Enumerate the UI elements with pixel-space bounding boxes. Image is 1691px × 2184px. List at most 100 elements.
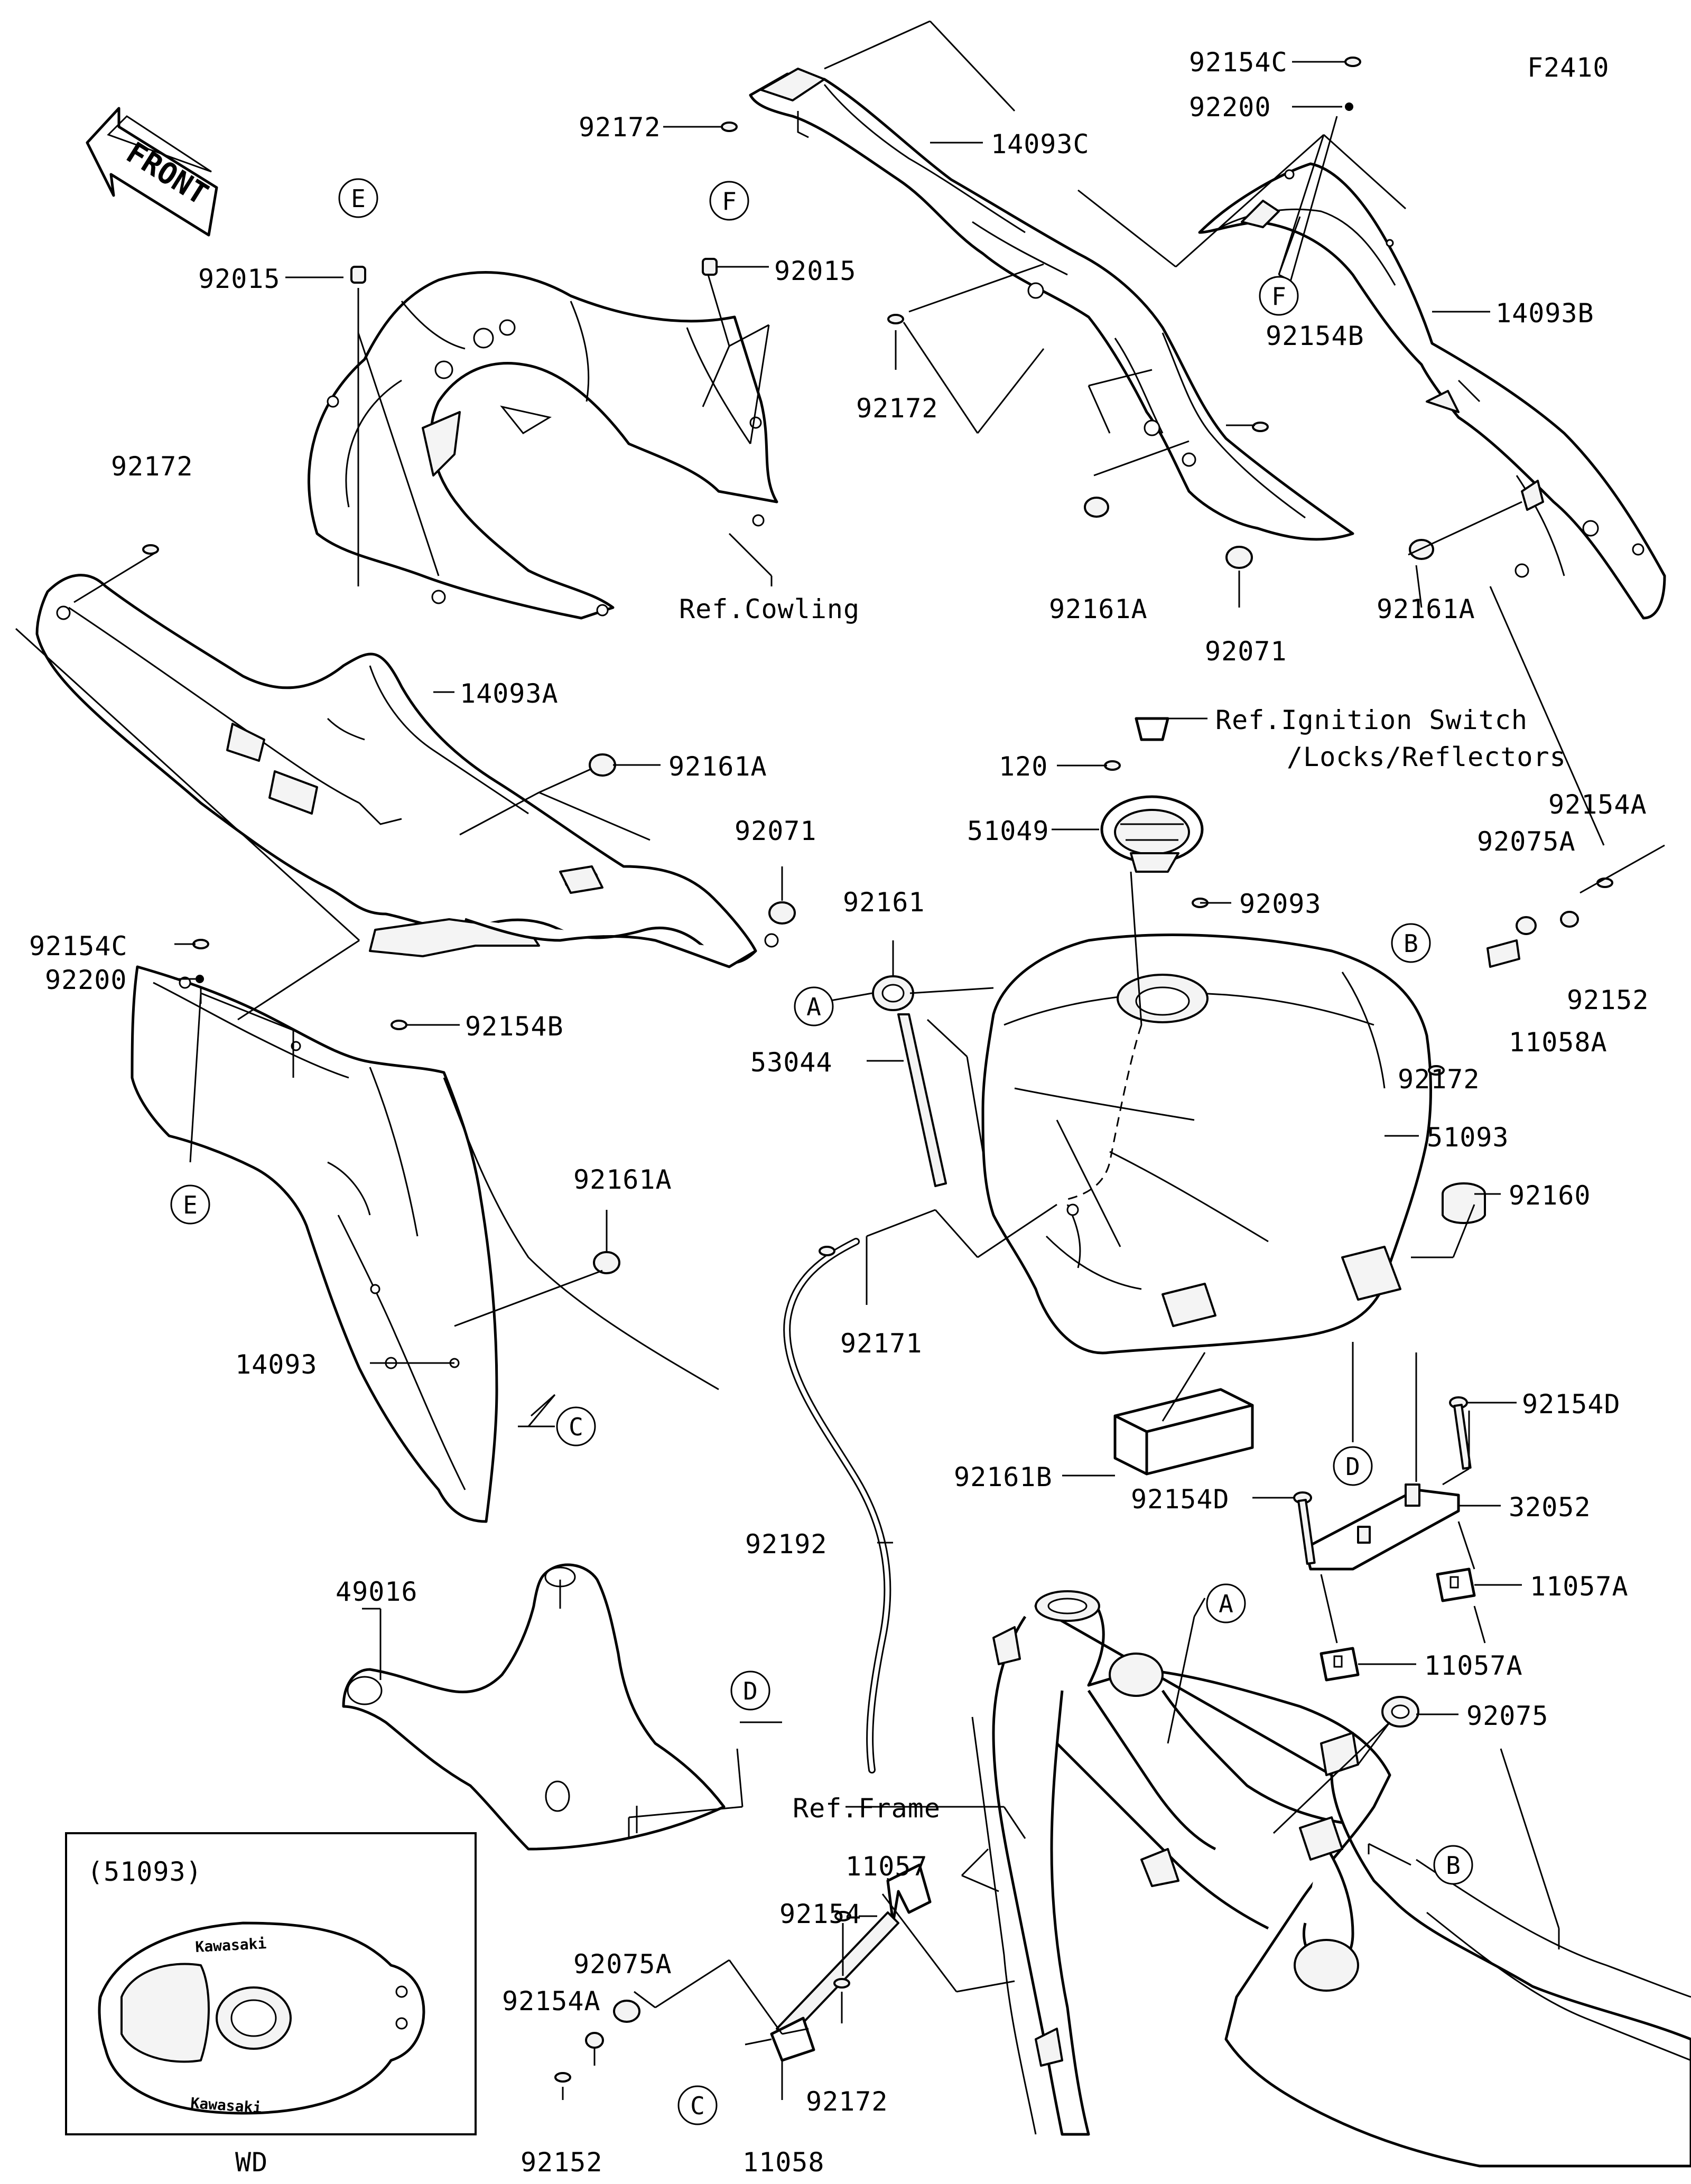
inner-cowl-part — [308, 271, 778, 620]
svg-text:A: A — [806, 993, 821, 1021]
callout-f-right: F — [1259, 276, 1299, 316]
label-92172-top: 92172 — [579, 112, 661, 143]
damper-92160-part — [1442, 1182, 1486, 1224]
svg-text:B: B — [1446, 1851, 1461, 1880]
label-92075: 92075 — [1466, 1701, 1549, 1731]
label-51093: 51093 — [1427, 1122, 1509, 1153]
svg-text:C: C — [690, 2092, 705, 2120]
heat-guard-49016-part — [342, 1563, 726, 1851]
label-32052: 32052 — [1509, 1492, 1591, 1523]
svg-text:A: A — [1219, 1590, 1233, 1618]
label-92154A-bottom: 92154A — [502, 1986, 601, 2017]
bracket-11058-part — [770, 2017, 815, 2062]
label-92161A-left: 92161A — [573, 1164, 672, 1195]
svg-text:D: D — [743, 1677, 758, 1705]
inset-logo-upper: Kawasaki — [195, 1935, 267, 1956]
lock-cylinder-part — [1135, 717, 1169, 741]
label-14093: 14093 — [235, 1349, 318, 1380]
label-92152-right: 92152 — [1567, 985, 1649, 1015]
svg-text:F: F — [722, 187, 737, 216]
label-92154B-top: 92154B — [1266, 321, 1364, 351]
bolt-92154d-lower-part — [1293, 1491, 1316, 1565]
side-cover-14093a-part — [35, 574, 779, 964]
svg-text:C: C — [569, 1413, 583, 1441]
fuel-tank-part — [981, 934, 1432, 1355]
label-92200-left: 92200 — [45, 965, 127, 995]
label-11058A: 11058A — [1509, 1027, 1608, 1058]
label-92154: 92154 — [779, 1899, 862, 1929]
frame-part — [971, 1590, 1691, 2168]
label-92071-mid: 92071 — [735, 816, 817, 846]
label-92015-right: 92015 — [774, 256, 857, 286]
bolt-92154d-upper-part — [1449, 1396, 1472, 1470]
damper-11057a-left-part — [1320, 1647, 1360, 1682]
label-92161: 92161 — [843, 887, 925, 918]
label-ref-frame: Ref.Frame — [793, 1793, 941, 1824]
label-11057: 11057 — [846, 1851, 928, 1882]
label-53044: 53044 — [750, 1047, 833, 1078]
label-92171: 92171 — [840, 1328, 923, 1359]
callout-c-left: C — [556, 1406, 596, 1446]
label-14093A: 14093A — [460, 678, 559, 709]
label-120: 120 — [999, 751, 1048, 782]
svg-text:F: F — [1271, 282, 1286, 311]
inset-caption: WD — [235, 2147, 268, 2178]
callout-d-guard: D — [730, 1670, 770, 1711]
pad-92161b-part — [1113, 1388, 1254, 1476]
label-92075A-bottom: 92075A — [573, 1949, 672, 1980]
svg-text:E: E — [351, 184, 366, 213]
grommet-92161-part — [872, 975, 914, 1011]
label-92154C-left: 92154C — [29, 931, 128, 962]
drain-tube-part — [783, 1238, 891, 1774]
label-92093: 92093 — [1239, 889, 1322, 919]
label-92172-mid: 92172 — [856, 393, 939, 424]
label-92161A-mid: 92161A — [668, 751, 767, 782]
label-ref-ignition-2: /Locks/Reflectors — [1287, 742, 1566, 772]
label-92172-left: 92172 — [111, 451, 193, 482]
label-14093C: 14093C — [991, 129, 1090, 160]
svg-text:D: D — [1345, 1452, 1360, 1481]
label-11057A-left: 11057A — [1424, 1650, 1523, 1681]
label-92172-bottom: 92172 — [806, 2086, 888, 2117]
label-92161A-top: 92161A — [1049, 594, 1148, 624]
label-92071-top: 92071 — [1205, 636, 1287, 667]
label-92154D-left: 92154D — [1131, 1484, 1230, 1515]
side-cover-14093-part — [131, 965, 719, 1523]
label-92152-bottom: 92152 — [521, 2147, 603, 2178]
label-92154D-right: 92154D — [1522, 1389, 1621, 1420]
diagram-code: F2410 — [1527, 52, 1610, 83]
label-11058: 11058 — [742, 2147, 825, 2178]
label-92154B-left: 92154B — [465, 1011, 564, 1042]
label-49016: 49016 — [336, 1576, 418, 1607]
part-labels: 92154C 92200 92172 14093C 92015 92015 14… — [29, 47, 1649, 2178]
callout-b-right: B — [1391, 923, 1431, 963]
callout-f-top: F — [709, 181, 749, 221]
inset-box: (51093) Kawasaki Kawasaki WD — [65, 1832, 477, 2178]
label-92154C-top: 92154C — [1189, 47, 1288, 78]
callout-b-frame: B — [1433, 1845, 1473, 1885]
side-cover-14093b-part — [1198, 162, 1666, 620]
bracket-32052-part — [1304, 1483, 1460, 1571]
callout-e-left: E — [170, 1184, 210, 1225]
hardware — [142, 57, 1613, 2083]
panel-edge — [464, 918, 757, 968]
filler-cap-part — [1100, 795, 1204, 873]
svg-text:B: B — [1404, 929, 1418, 958]
label-ref-ignition-1: Ref.Ignition Switch — [1215, 705, 1528, 735]
callout-e-top: E — [338, 178, 378, 218]
label-11057A-right: 11057A — [1530, 1571, 1629, 1602]
callout-a-tank: A — [794, 986, 834, 1026]
label-92160: 92160 — [1509, 1180, 1591, 1211]
inset-title: (51093) — [87, 1856, 202, 1887]
label-92172-right: 92172 — [1398, 1064, 1480, 1095]
label-92192: 92192 — [745, 1529, 828, 1560]
label-14093B: 14093B — [1495, 298, 1594, 329]
svg-text:E: E — [183, 1191, 198, 1219]
label-92161A-right: 92161A — [1377, 594, 1475, 624]
leader-lines — [15, 20, 1665, 2100]
bracket-11057-part — [776, 1863, 932, 2040]
callout-a-frame: A — [1206, 1583, 1246, 1623]
label-92154A-right: 92154A — [1548, 789, 1647, 820]
label-ref-cowling: Ref.Cowling — [679, 594, 860, 624]
